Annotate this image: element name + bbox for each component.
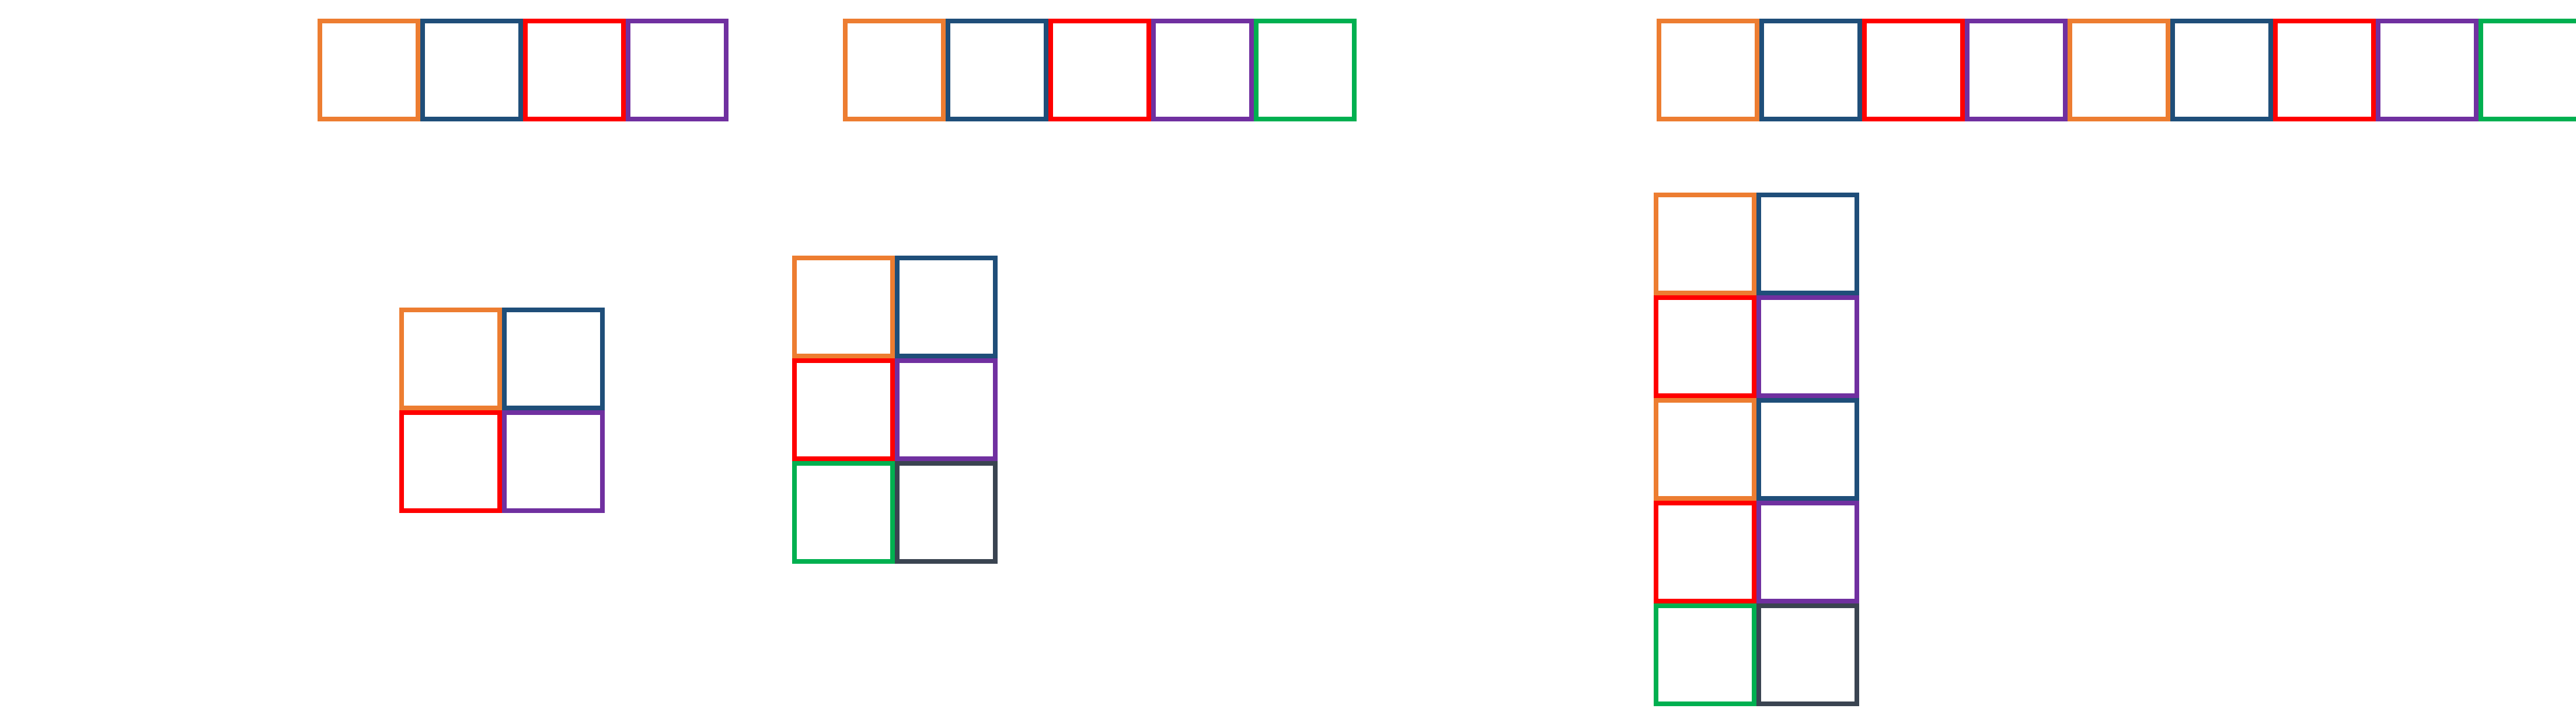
block-2-by-2 <box>399 308 605 513</box>
square-red <box>523 19 626 121</box>
square-red <box>2273 19 2376 121</box>
square-navy <box>1756 398 1859 501</box>
strip-9-cells <box>1657 19 2576 121</box>
square-red <box>1654 295 1756 398</box>
square-purple <box>1965 19 2068 121</box>
square-navy <box>502 308 605 410</box>
square-purple <box>626 19 728 121</box>
square-orange <box>318 19 420 121</box>
strip-5-cells <box>843 19 1357 121</box>
square-slate <box>1756 603 1859 706</box>
square-red <box>1654 501 1756 603</box>
block-5-by-2 <box>1654 193 1859 706</box>
square-navy <box>1759 19 1862 121</box>
square-navy <box>2170 19 2273 121</box>
square-green <box>1654 603 1756 706</box>
block-3-by-2 <box>792 256 998 564</box>
square-purple <box>1756 295 1859 398</box>
square-navy <box>946 19 1048 121</box>
square-navy <box>895 256 998 358</box>
square-purple <box>502 410 605 513</box>
square-green <box>2479 19 2576 121</box>
square-orange <box>1654 193 1756 295</box>
square-purple <box>2376 19 2479 121</box>
square-red <box>399 410 502 513</box>
square-orange <box>1654 398 1756 501</box>
square-orange <box>399 308 502 410</box>
square-green <box>792 461 895 564</box>
square-red <box>792 358 895 461</box>
square-purple <box>1151 19 1254 121</box>
strip-4-cells <box>318 19 728 121</box>
square-orange <box>1657 19 1759 121</box>
square-purple <box>895 358 998 461</box>
square-navy <box>420 19 523 121</box>
square-red <box>1048 19 1151 121</box>
square-navy <box>1756 193 1859 295</box>
square-slate <box>895 461 998 564</box>
square-orange <box>792 256 895 358</box>
square-orange <box>843 19 946 121</box>
square-red <box>1862 19 1965 121</box>
square-purple <box>1756 501 1859 603</box>
square-orange <box>2068 19 2170 121</box>
square-green <box>1254 19 1357 121</box>
